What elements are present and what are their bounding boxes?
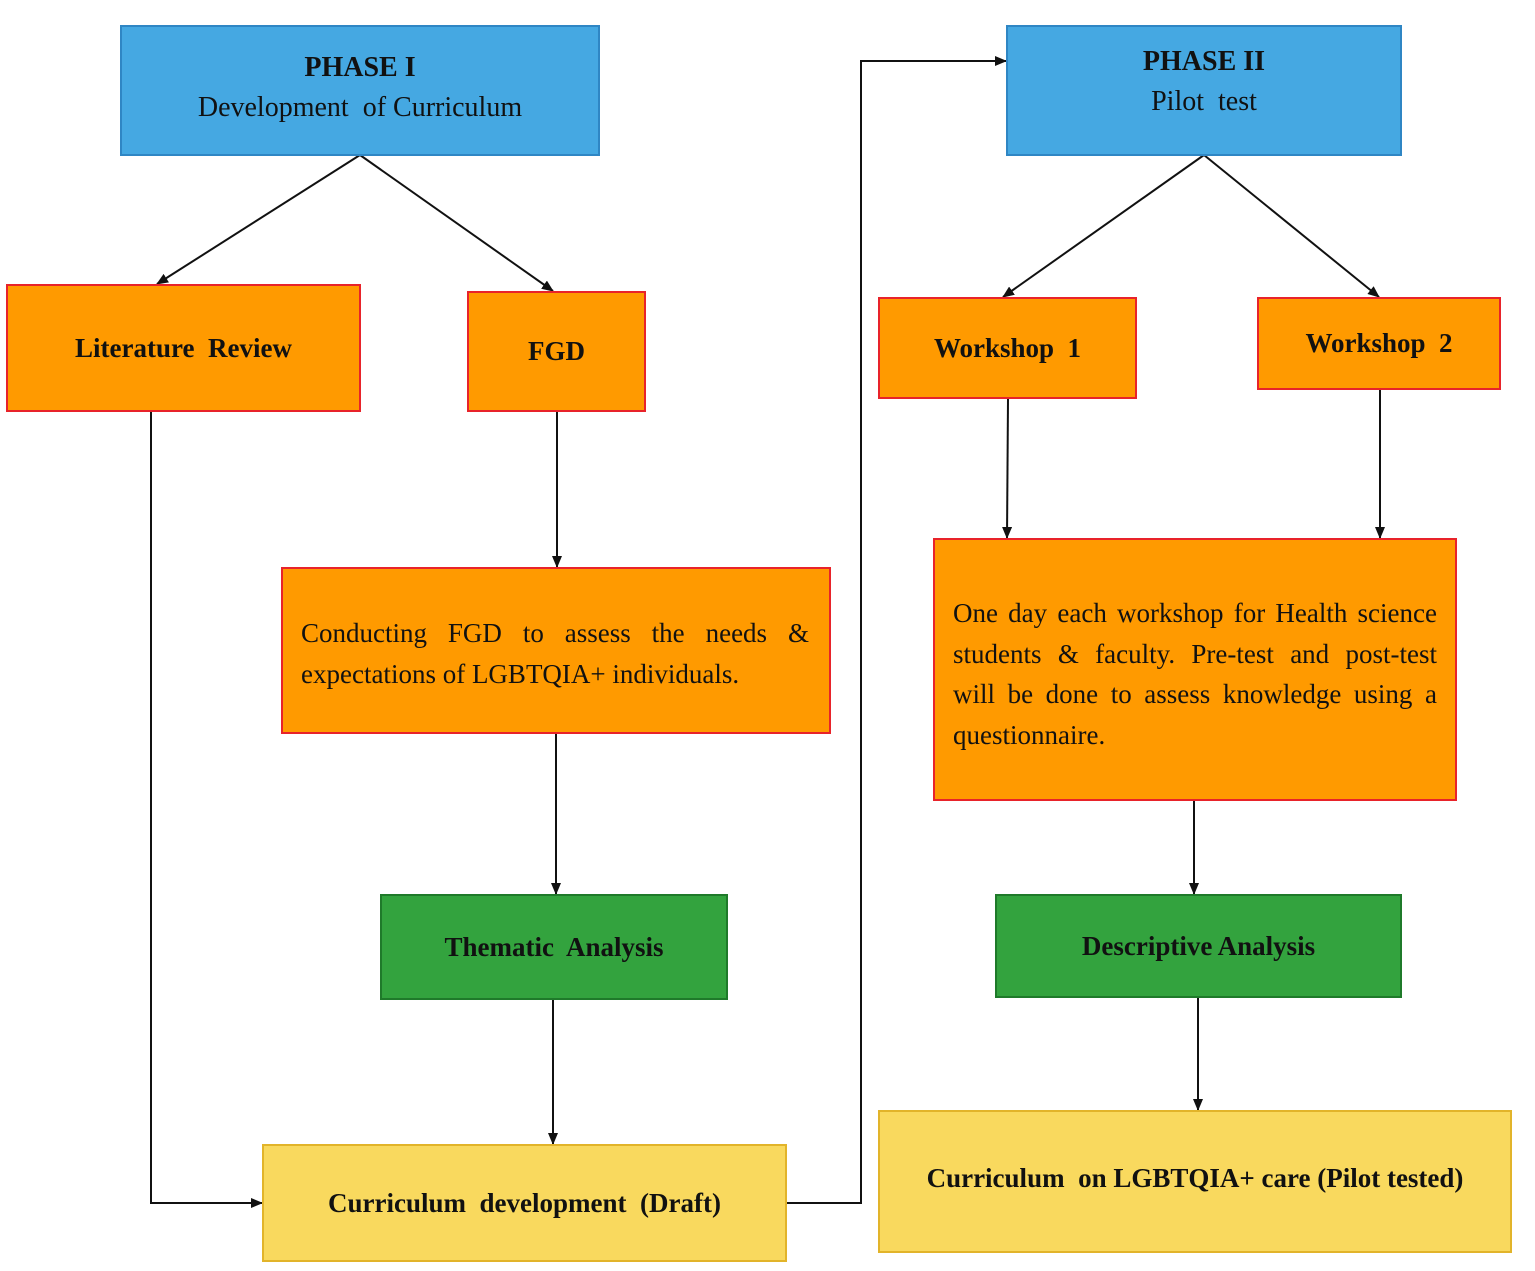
arrow-literature-review-to-curriculum-draft bbox=[150, 412, 263, 1208]
curriculum-draft-box: Curriculum development (Draft) bbox=[262, 1144, 787, 1262]
workshop1-label: Workshop 1 bbox=[933, 332, 1082, 363]
curriculum-final-box: Curriculum on LGBTQIA+ care (Pilot teste… bbox=[878, 1110, 1512, 1253]
phase2-subtitle: Pilot test bbox=[1151, 85, 1257, 117]
workshop-detail-box: One day each workshop for Health science… bbox=[933, 538, 1457, 801]
curriculum-final-label: Curriculum on LGBTQIA+ care (Pilot teste… bbox=[926, 1163, 1464, 1193]
curriculum-draft-label: Curriculum development (Draft) bbox=[328, 1187, 721, 1218]
descriptive-analysis-label: Descriptive Analysis bbox=[1081, 930, 1316, 961]
arrow-workshop1-to-workshop-detail bbox=[1002, 398, 1013, 539]
fgd-box: FGD bbox=[467, 291, 646, 412]
descriptive-analysis-box: Descriptive Analysis bbox=[995, 894, 1402, 998]
thematic-analysis-label: Thematic Analysis bbox=[444, 931, 664, 962]
arrow-curriculum-draft-to-phase2 bbox=[787, 56, 1007, 1204]
arrow-phase2-to-workshop2 bbox=[1203, 154, 1380, 298]
phase1-box: PHASE I Development of Curriculum bbox=[120, 25, 600, 156]
fgd-detail-text: Conducting FGD to assess the needs & exp… bbox=[301, 618, 809, 689]
workshop2-label: Workshop 2 bbox=[1305, 328, 1453, 358]
phase1-title: PHASE I bbox=[304, 51, 416, 83]
literature-review-label: Literature Review bbox=[75, 332, 292, 363]
phase1-subtitle: Development of Curriculum bbox=[197, 91, 523, 123]
phase2-box: PHASE II Pilot test bbox=[1006, 25, 1402, 156]
fgd-label: FGD bbox=[528, 336, 585, 366]
workshop1-box: Workshop 1 bbox=[878, 297, 1137, 399]
workshop2-box: Workshop 2 bbox=[1257, 297, 1501, 390]
literature-review-box: Literature Review bbox=[6, 284, 361, 412]
arrow-phase1-to-fgd bbox=[359, 154, 554, 292]
phase2-title: PHASE II bbox=[1142, 45, 1266, 77]
thematic-analysis-box: Thematic Analysis bbox=[380, 894, 728, 1000]
workshop-detail-text: One day each workshop for Health science… bbox=[953, 598, 1437, 750]
fgd-detail-box: Conducting FGD to assess the needs & exp… bbox=[281, 567, 831, 734]
arrow-phase1-to-literature-review bbox=[156, 154, 361, 285]
arrow-phase2-to-workshop1 bbox=[1002, 154, 1205, 298]
